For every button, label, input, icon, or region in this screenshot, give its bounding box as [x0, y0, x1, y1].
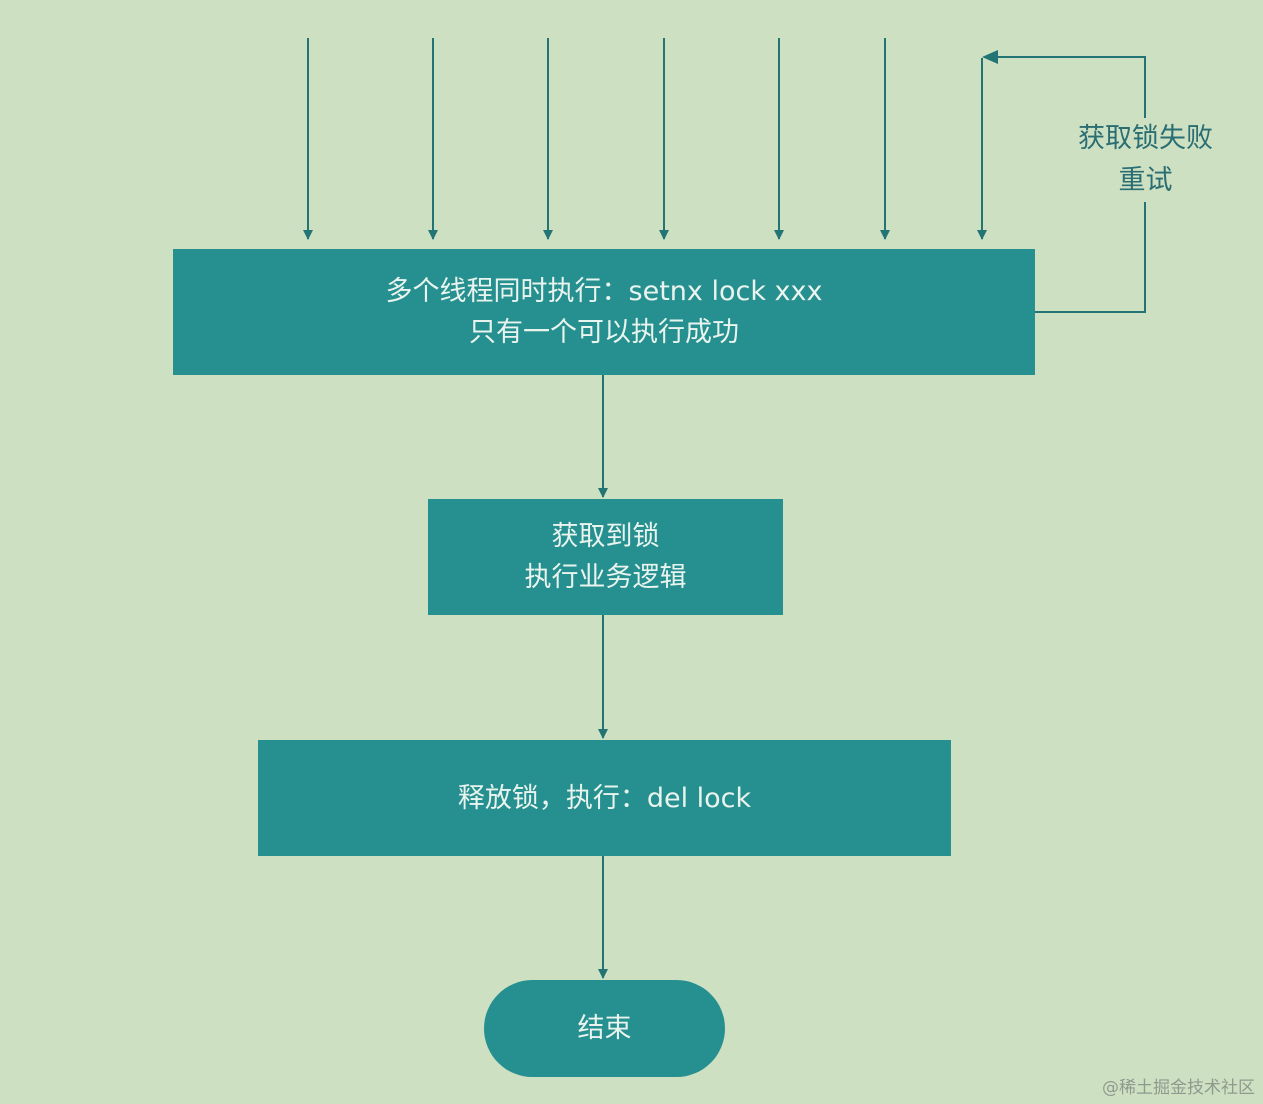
- watermark: @稀土掘金技术社区: [1102, 1078, 1255, 1098]
- business-logic-box: 获取到锁 执行业务逻辑: [428, 499, 783, 615]
- business-line-2: 执行业务逻辑: [524, 562, 687, 593]
- retry-loop-arrowhead: [982, 50, 998, 64]
- setnx-line-1: 多个线程同时执行：setnx lock xxx: [385, 276, 823, 307]
- release-lock-box: 释放锁，执行：del lock: [258, 740, 951, 856]
- end-label: 结束: [577, 1013, 632, 1044]
- end-terminal: 结束: [484, 980, 725, 1077]
- retry-label-line-1: 获取锁失败: [1078, 123, 1213, 154]
- retry-label-line-2: 重试: [1118, 165, 1173, 196]
- setnx-process-box: 多个线程同时执行：setnx lock xxx 只有一个可以执行成功: [173, 249, 1035, 375]
- retry-label: 获取锁失败 重试: [1058, 118, 1233, 202]
- release-line-1: 释放锁，执行：del lock: [457, 782, 752, 814]
- setnx-line-2: 只有一个可以执行成功: [469, 317, 739, 348]
- business-line-1: 获取到锁: [551, 521, 660, 552]
